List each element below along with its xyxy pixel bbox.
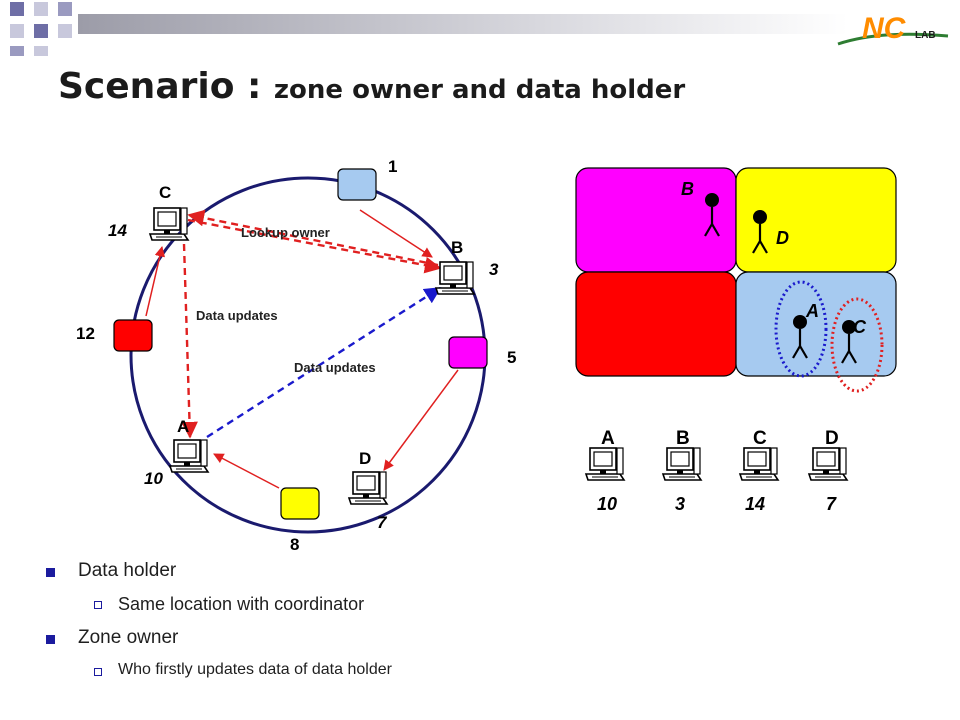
data-updates-arrow-c-to-a (181, 243, 198, 439)
legend-host-d-computer-icon (808, 447, 848, 481)
host-b-name: B (451, 238, 463, 257)
zone-bottom-right (735, 271, 897, 377)
ring-node-5 (448, 336, 488, 369)
arrow-5-to-d (383, 369, 459, 471)
ring-node-12-label: 12 (76, 324, 95, 343)
ring-node-8-label: 8 (290, 535, 299, 554)
host-a-value: 10 (144, 469, 163, 488)
legend-host-c-computer-icon (739, 447, 779, 481)
legend-host-b-value: 3 (675, 494, 685, 514)
person-b-label: B (681, 179, 694, 199)
hollow-square-icon (94, 668, 102, 676)
hollow-square-icon (94, 601, 102, 609)
person-d-label: D (776, 228, 789, 248)
person-c-label: C (853, 317, 867, 337)
data-updates-arrow-a-to-b (206, 286, 442, 439)
person-a-label: A (805, 301, 819, 321)
bullet-list: Data holder Same location with coordinat… (44, 560, 392, 691)
legend-host-d-value: 7 (826, 494, 837, 514)
page-title: Scenario : zone owner and data holder (58, 66, 686, 107)
ring-node-8 (280, 487, 320, 520)
zone-circle-blue (774, 280, 828, 378)
legend-host-d-name: D (825, 428, 839, 449)
legend-host-a-computer-icon (585, 447, 625, 481)
host-b-computer-icon (435, 261, 475, 295)
svg-text:LAB: LAB (915, 30, 936, 41)
legend-host-c-value: 14 (745, 494, 765, 514)
header-gradient-bar (78, 14, 848, 34)
host-c-value: 14 (108, 221, 127, 240)
arrow-12-to-c (145, 245, 165, 317)
lookup-owner-label: Lookup owner (241, 225, 330, 240)
bullet-square-icon (46, 568, 55, 577)
host-d-name: D (359, 449, 371, 468)
host-c-computer-icon (149, 207, 189, 241)
arrow-8-to-a (213, 453, 280, 489)
host-d-value: 7 (377, 513, 388, 532)
ring-node-5-label: 5 (507, 348, 516, 367)
ring-node-1-label: 1 (388, 157, 397, 176)
zone-bottom-left (575, 271, 737, 377)
legend-host-c-name: C (753, 428, 767, 449)
svg-text:NC: NC (862, 12, 907, 45)
ring-node-12 (113, 319, 153, 352)
header-band: NC LAB (10, 2, 949, 56)
legend-host-a-name: A (601, 428, 615, 449)
header-squares (10, 2, 72, 56)
bullet-square-icon (46, 635, 55, 644)
nc-lab-logo: NC LAB (837, 12, 949, 46)
host-d-computer-icon (348, 471, 388, 505)
host-b-value: 3 (489, 260, 499, 279)
ring-node-1 (337, 168, 377, 201)
zone-circle-red (830, 297, 884, 393)
host-a-computer-icon (169, 439, 209, 473)
legend-host-b-name: B (676, 428, 690, 449)
legend-host-b-computer-icon (662, 447, 702, 481)
data-updates-label-2: Data updates (294, 360, 376, 375)
bullet-zone-owner: Zone owner (44, 627, 392, 649)
arrow-1-to-b (359, 209, 433, 258)
lookup-owner-arrow-b-to-c (187, 209, 439, 267)
bullet-data-holder: Data holder (44, 560, 392, 582)
host-c-name: C (159, 183, 171, 202)
data-updates-label-1: Data updates (196, 308, 278, 323)
host-a-name: A (177, 417, 189, 436)
sub-bullet-data-holder: Same location with coordinator (44, 594, 392, 615)
lookup-owner-arrow-c-to-b (187, 218, 442, 274)
sub-bullet-zone-owner: Who firstly updates data of data holder (44, 661, 392, 679)
legend-host-a-value: 10 (597, 494, 617, 514)
